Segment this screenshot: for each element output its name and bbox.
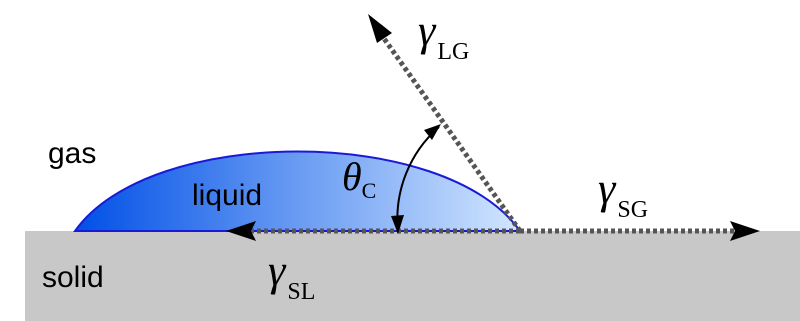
gamma-sl-subscript: SL bbox=[287, 279, 315, 305]
gamma-sl-symbol: γ bbox=[268, 246, 287, 295]
contact-angle-arc-arrowhead-bottom bbox=[391, 215, 404, 234]
gamma-sg-symbol: γ bbox=[598, 164, 617, 213]
gamma-sl-label: γSL bbox=[268, 246, 315, 305]
gamma-sl-arrowhead bbox=[226, 221, 256, 241]
solid-substrate bbox=[25, 231, 800, 321]
gamma-lg-vector bbox=[375, 28, 523, 233]
solid-label: solid bbox=[42, 261, 104, 294]
gamma-lg-symbol: γ bbox=[418, 6, 437, 55]
gamma-lg-arrowhead bbox=[368, 14, 392, 43]
liquid-label: liquid bbox=[192, 179, 262, 212]
gamma-lg-label: γLG bbox=[418, 6, 469, 65]
gamma-sg-label: γSG bbox=[598, 164, 648, 223]
theta-subscript: C bbox=[362, 178, 377, 203]
theta-symbol: θ bbox=[342, 154, 362, 199]
gamma-sg-subscript: SG bbox=[617, 197, 648, 223]
theta-c-label: θC bbox=[342, 154, 376, 203]
liquid-droplet bbox=[73, 150, 522, 232]
contact-angle-arc-arrowhead-top bbox=[424, 124, 441, 140]
gamma-sg-arrowhead bbox=[730, 221, 760, 241]
gamma-lg-subscript: LG bbox=[437, 39, 469, 65]
gas-label: gas bbox=[48, 137, 96, 170]
